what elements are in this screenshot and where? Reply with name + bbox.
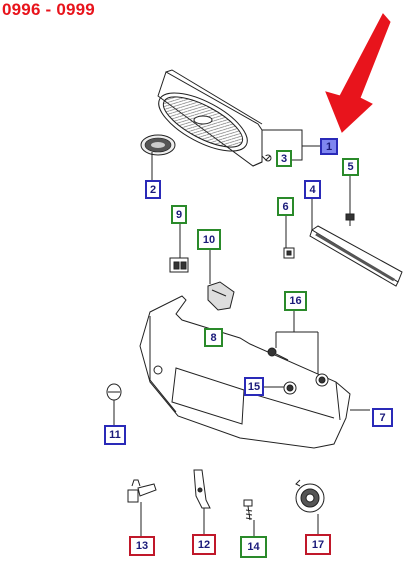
callout-3[interactable]: 3 [276, 150, 292, 167]
callout-11[interactable]: 11 [104, 425, 126, 445]
part-bracket-12[interactable] [193, 469, 211, 536]
diagram-title: 0996 - 0999 [2, 0, 95, 19]
callout-6[interactable]: 6 [277, 197, 294, 216]
part-clip-3[interactable] [261, 154, 272, 162]
leader-1 [262, 129, 320, 161]
callout-12[interactable]: 12 [192, 534, 216, 555]
part-screw-14[interactable] [243, 499, 255, 538]
part-side-moulding[interactable] [309, 198, 403, 287]
part-badge[interactable] [140, 134, 176, 180]
part-grille[interactable] [150, 69, 263, 167]
pointer-arrow [325, 13, 391, 133]
part-bolts-16[interactable] [267, 310, 329, 387]
part-bolt-5[interactable] [345, 176, 355, 226]
callout-13[interactable]: 13 [129, 536, 155, 556]
callout-14[interactable]: 14 [240, 536, 267, 558]
callout-2[interactable]: 2 [145, 180, 161, 199]
part-cap-11[interactable] [106, 383, 122, 426]
part-nut-15[interactable] [262, 381, 297, 395]
part-clip-9[interactable] [169, 224, 189, 273]
callout-5[interactable]: 5 [342, 158, 359, 176]
callout-16[interactable]: 16 [284, 291, 307, 311]
callout-4[interactable]: 4 [304, 180, 321, 199]
callout-1[interactable]: 1 [320, 138, 338, 155]
part-pin-13[interactable] [127, 479, 157, 538]
callout-7[interactable]: 7 [372, 408, 393, 427]
part-retainer-6[interactable] [283, 216, 295, 259]
part-bumper-cover[interactable] [139, 295, 370, 449]
part-grommet-17[interactable] [295, 479, 325, 536]
part-bracket-10[interactable] [207, 250, 235, 311]
callout-17[interactable]: 17 [305, 534, 331, 555]
callout-10[interactable]: 10 [197, 229, 221, 250]
callout-9[interactable]: 9 [171, 205, 187, 224]
callout-15[interactable]: 15 [244, 377, 264, 396]
callout-8[interactable]: 8 [204, 328, 223, 347]
